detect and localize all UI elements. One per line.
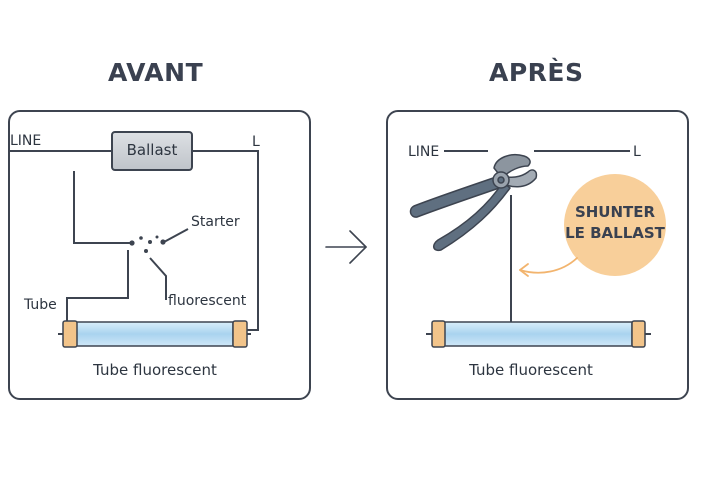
before-l-label: L xyxy=(252,134,260,150)
after-caption: Tube fluorescent xyxy=(468,361,593,379)
after-line-label: LINE xyxy=(408,144,439,160)
tube-label: Tube xyxy=(23,297,57,313)
ballast-label: Ballast xyxy=(127,141,178,159)
before-line-label: LINE xyxy=(10,133,41,149)
shunt-badge: SHUNTER LE BALLAST xyxy=(564,174,666,276)
fluorescent-label: fluorescent xyxy=(168,293,247,309)
before-tube-wire xyxy=(66,250,129,323)
before-fluorescent-wire xyxy=(149,257,167,300)
after-title: APRÈS xyxy=(489,58,584,87)
before-starter-wire xyxy=(163,228,189,243)
wire-cutter-icon xyxy=(409,154,538,252)
arrow-right-icon xyxy=(325,230,367,264)
before-caption: Tube fluorescent xyxy=(92,361,217,379)
after-wiring xyxy=(444,150,630,322)
ballast-box: Ballast xyxy=(111,131,193,171)
before-title: AVANT xyxy=(108,58,204,87)
before-wiring xyxy=(10,150,259,331)
after-tube xyxy=(426,320,651,348)
before-tube xyxy=(58,320,251,348)
before-loop-wire xyxy=(73,171,132,244)
starter-switch xyxy=(129,235,166,253)
badge-line-1: SHUNTER xyxy=(575,203,656,221)
badge-line-2: LE BALLAST xyxy=(565,224,666,242)
starter-label: Starter xyxy=(191,214,240,230)
after-l-label: L xyxy=(633,144,641,160)
before-l-wire xyxy=(191,150,259,331)
curved-arrow-icon xyxy=(519,257,578,277)
